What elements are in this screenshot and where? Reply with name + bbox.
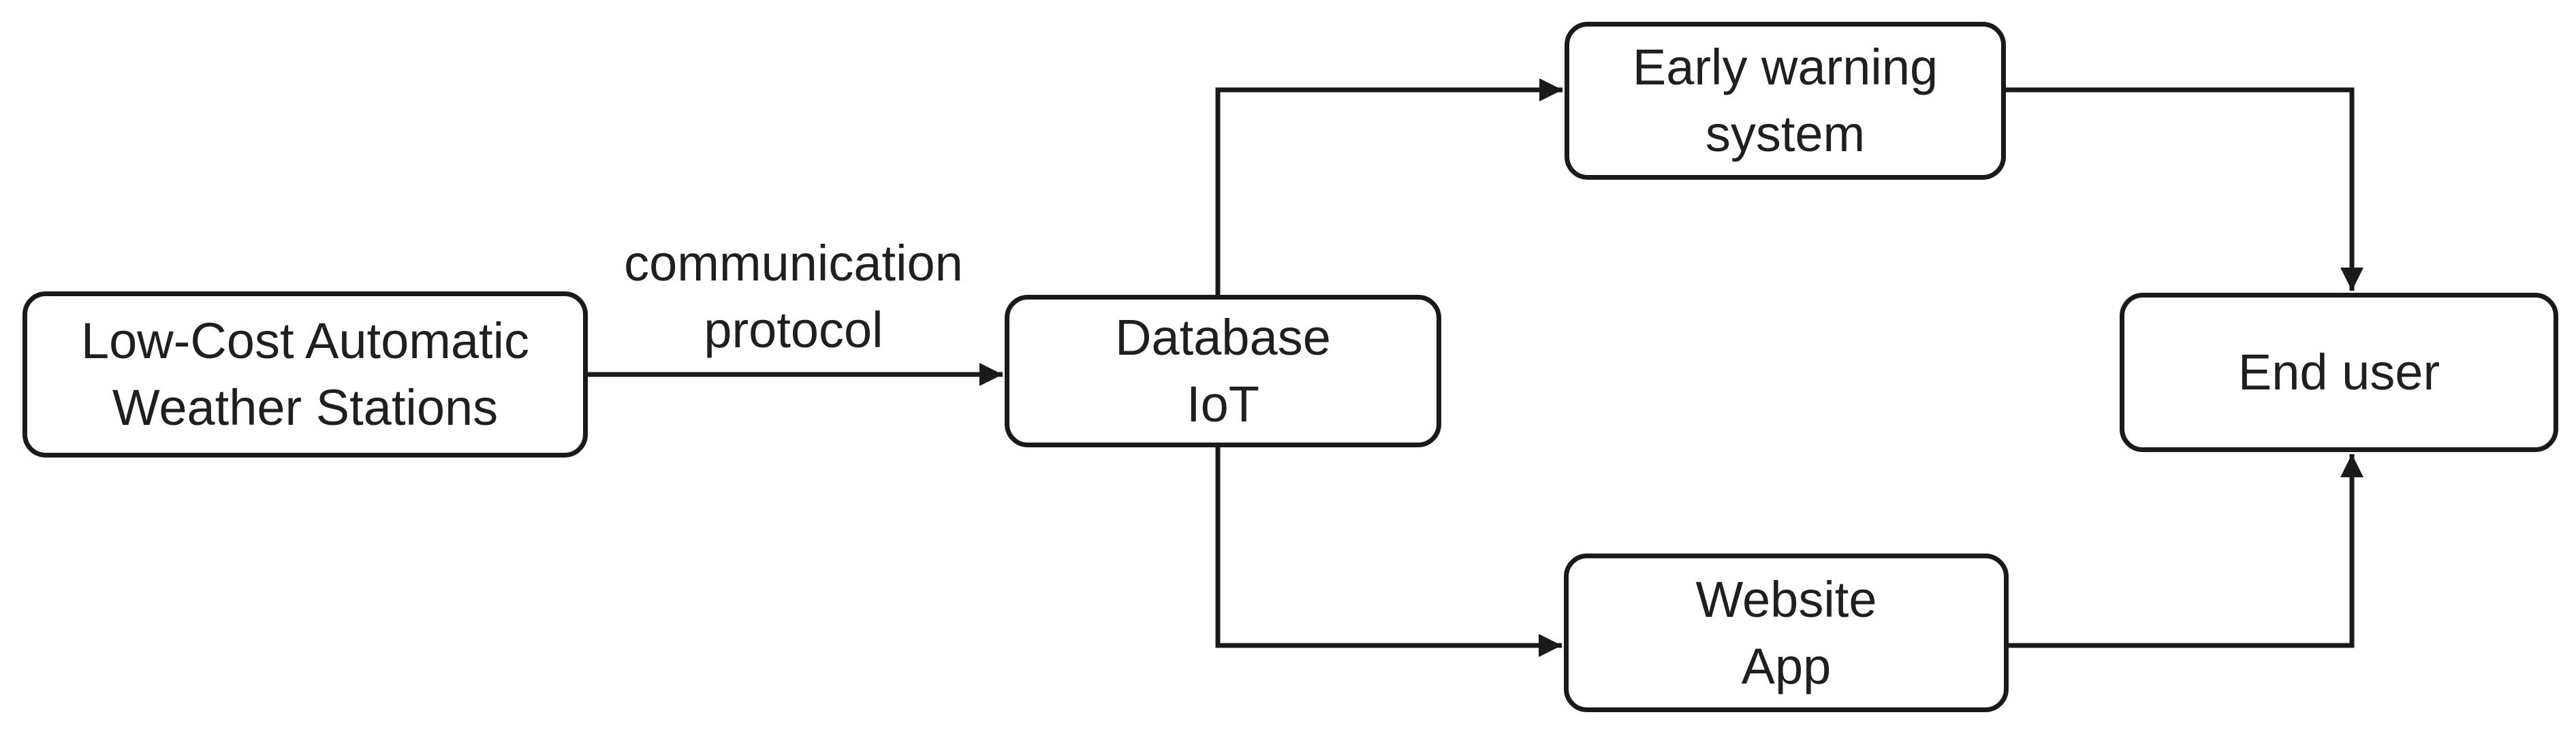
node-early-warning-system: Early warning system — [1565, 22, 2006, 180]
edge-early-warning-to-end-user — [2004, 87, 2363, 291]
node-website-app: Website App — [1564, 554, 2009, 712]
edge-database-to-website-app — [1215, 446, 1562, 657]
edge-database-to-early-warning — [1215, 78, 1562, 295]
edge-label-communication-protocol: communication protocol — [624, 235, 963, 358]
node-end-user: End user — [2120, 293, 2558, 452]
edge-website-app-to-end-user — [2007, 454, 2363, 648]
node-weather-stations: Low-Cost Automatic Weather Stations — [22, 291, 588, 458]
node-database-iot: Database IoT — [1005, 295, 1441, 447]
